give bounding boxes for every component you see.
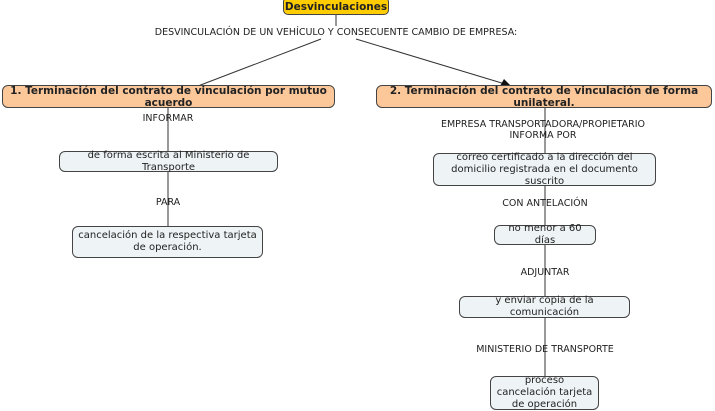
link-line: INFORMA POR xyxy=(509,130,577,141)
root-concept[interactable]: Desvinculaciones xyxy=(283,0,389,15)
left-link-informar: INFORMAR xyxy=(142,113,194,124)
root-linking-phrase: DESVINCULACIÓN DE UN VEHÍCULO Y CONSECUE… xyxy=(154,27,518,38)
concept-label: proceso cancelación tarjeta de operación xyxy=(496,375,593,410)
left-concept-escrita[interactable]: de forma escrita al Ministerio de Transp… xyxy=(59,149,278,173)
concept-label: no menor a 60 días xyxy=(508,223,582,246)
left-branch-title: 1. Terminación del contrato de vinculaci… xyxy=(10,84,327,109)
right-branch-title: 2. Terminación del contrato de vinculaci… xyxy=(389,84,699,109)
concept-label: correo certificado a la dirección del do… xyxy=(451,151,638,187)
concept-label: y enviar copia de la comunicación xyxy=(495,295,594,318)
right-link-antelacion: CON ANTELACIÓN xyxy=(502,198,588,209)
right-branch-concept[interactable]: 2. Terminación del contrato de vinculaci… xyxy=(376,84,712,109)
right-link-adjuntar: ADJUNTAR xyxy=(520,267,570,278)
left-concept-cancelacion[interactable]: cancelación de la respectiva tarjeta de … xyxy=(72,226,263,258)
concept-label: de forma escrita al Ministerio de Transp… xyxy=(87,149,250,173)
root-label: Desvinculaciones xyxy=(284,1,388,13)
left-branch-concept[interactable]: 1. Terminación del contrato de vinculaci… xyxy=(2,84,335,109)
link-line: EMPRESA TRANSPORTADORA/PROPIETARIO xyxy=(440,119,646,130)
left-link-para: PARA xyxy=(155,197,181,208)
right-concept-proceso[interactable]: proceso cancelación tarjeta de operación xyxy=(490,375,599,410)
right-concept-correo[interactable]: correo certificado a la dirección del do… xyxy=(433,151,656,187)
concept-label: cancelación de la respectiva tarjeta de … xyxy=(78,230,257,253)
right-concept-copia[interactable]: y enviar copia de la comunicación xyxy=(459,295,630,318)
right-link-ministerio: MINISTERIO DE TRANSPORTE xyxy=(476,344,614,355)
right-concept-60-dias[interactable]: no menor a 60 días xyxy=(494,223,596,246)
connector-lines xyxy=(167,15,546,376)
